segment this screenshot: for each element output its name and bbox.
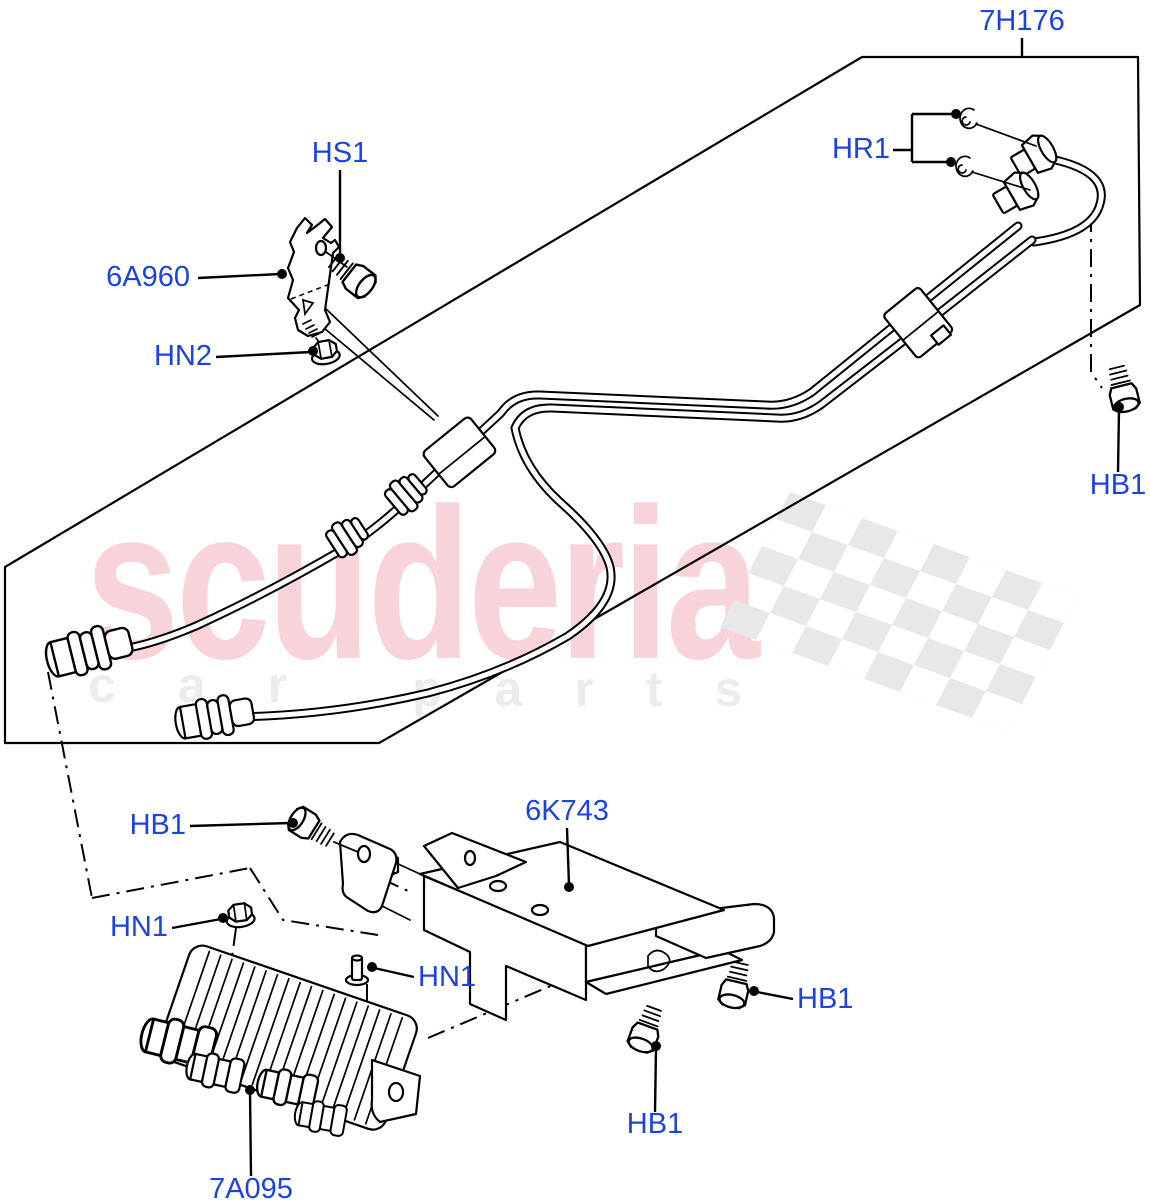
watermark-tagline-left: car	[88, 657, 349, 713]
part-label-hb1-bottom[interactable]: HB1	[627, 1108, 683, 1140]
part-label-hs1[interactable]: HS1	[312, 137, 368, 169]
checkered-flag-watermark	[720, 492, 1078, 731]
watermark-brand-text: scuderia	[85, 463, 761, 704]
bolt-guide-line	[333, 841, 359, 853]
bolt-hb1-icon	[624, 1002, 669, 1057]
parts-box-outline	[3, 55, 1142, 745]
part-label-hb1-mid[interactable]: HB1	[130, 809, 186, 841]
part-label-hn2[interactable]: HN2	[154, 340, 212, 372]
part-label-7h176[interactable]: 7H176	[979, 5, 1064, 37]
leader-lines	[171, 38, 1124, 1177]
part-label-6k743[interactable]: 6K743	[525, 795, 609, 827]
oil-cooler-7a095-drawing	[135, 901, 422, 1138]
part-label-6a960[interactable]: 6A960	[106, 261, 190, 293]
part-label-hn1-left[interactable]: HN1	[110, 911, 168, 943]
part-labels: 7H176 HS1 6A960 HN2 HR1 HB1 HB1 HN1 HN1 …	[106, 5, 1146, 1200]
bolt-hb1-icon	[716, 959, 756, 1012]
part-label-hn1-right[interactable]: HN1	[418, 961, 476, 993]
tube-clamp-icon	[883, 286, 954, 359]
part-label-hb1-right[interactable]: HB1	[1090, 469, 1146, 501]
tube-clip-icon	[422, 416, 497, 489]
bracket-6a960-drawing	[286, 216, 439, 421]
retainer-clip-icons	[955, 107, 1037, 191]
watermark-tagline-right: parts	[412, 661, 794, 717]
part-label-hb1-arm[interactable]: HB1	[797, 983, 853, 1015]
bracket-6k743-drawing	[333, 831, 776, 1057]
part-label-hr1[interactable]: HR1	[832, 133, 890, 165]
nut-hn1-icon	[223, 901, 257, 930]
part-label-7a095[interactable]: 7A095	[209, 1173, 293, 1200]
stud-hn1-icon	[344, 954, 370, 987]
tube-assembly-7h176-drawing	[40, 128, 1106, 745]
tube-fitting-icon	[987, 165, 1045, 222]
brand-watermark: scuderia car parts	[85, 463, 794, 717]
